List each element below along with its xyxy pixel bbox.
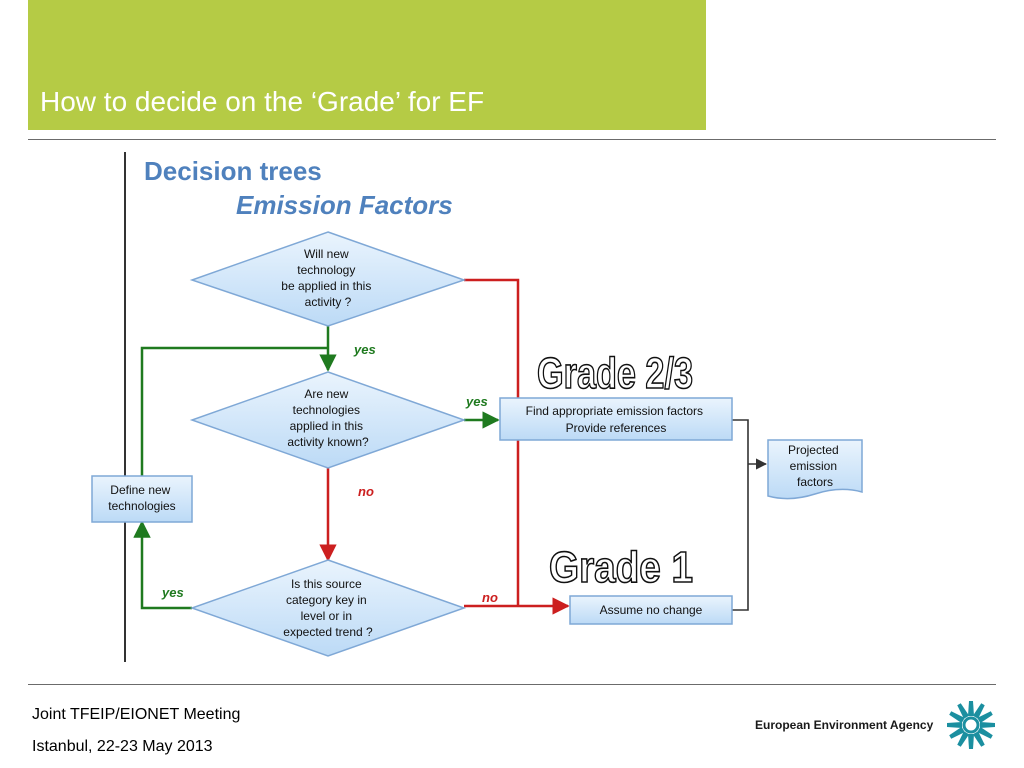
projected-box-text: Projected emission factors: [788, 443, 842, 489]
eea-logo-icon: [947, 701, 995, 749]
question-will-new-technology-diamond: [189, 231, 467, 327]
define-new-technologies-box: [91, 475, 193, 523]
assume-no-change-box: [569, 595, 733, 625]
grade23-box-text: Find appropriate emission factors Provid…: [526, 404, 707, 435]
yes-label-q2: yes: [465, 394, 488, 409]
define-box-text: Define new technologies: [108, 483, 175, 513]
question-1-text: Will new technology be applied in this a…: [281, 247, 374, 309]
q1-no-connector: [464, 278, 520, 606]
find-emission-factors-box: [499, 397, 733, 441]
grade1-box-text: Assume no change: [600, 603, 703, 617]
yes-label-q3: yes: [161, 585, 184, 600]
no-label-q2: no: [358, 484, 374, 499]
agency-name: European Environment Agency: [755, 718, 934, 732]
question-key-category-diamond: [189, 559, 467, 657]
no-label-q3: no: [482, 590, 498, 605]
yes-label-q1: yes: [353, 342, 376, 357]
question-3-text: Is this source category key in level or …: [283, 577, 373, 639]
header-divider: [28, 139, 996, 140]
question-2-text: Are new technologies applied in this act…: [287, 387, 369, 449]
footer-divider: [28, 684, 996, 685]
define-loop-connector: [140, 346, 328, 476]
q3-yes-connector: [133, 520, 192, 610]
page-title: How to decide on the ‘Grade’ for EF: [40, 86, 485, 117]
grade-2-3-label: Grade 2/3: [537, 349, 693, 398]
content-left-rule: [124, 152, 126, 662]
question-new-technologies-known-diamond: [189, 371, 467, 469]
title-band: [28, 0, 706, 130]
diagram-heading: Decision trees: [144, 156, 322, 186]
meeting-name: Joint TFEIP/EIONET Meeting: [32, 706, 241, 723]
meeting-place-date: Istanbul, 22-23 May 2013: [32, 738, 213, 755]
grade-1-label: Grade 1: [549, 543, 693, 592]
grade23-to-projected-connector: [732, 419, 749, 611]
projected-emission-factors-document: [767, 439, 863, 500]
diagram-subheading: Emission Factors: [236, 190, 453, 220]
